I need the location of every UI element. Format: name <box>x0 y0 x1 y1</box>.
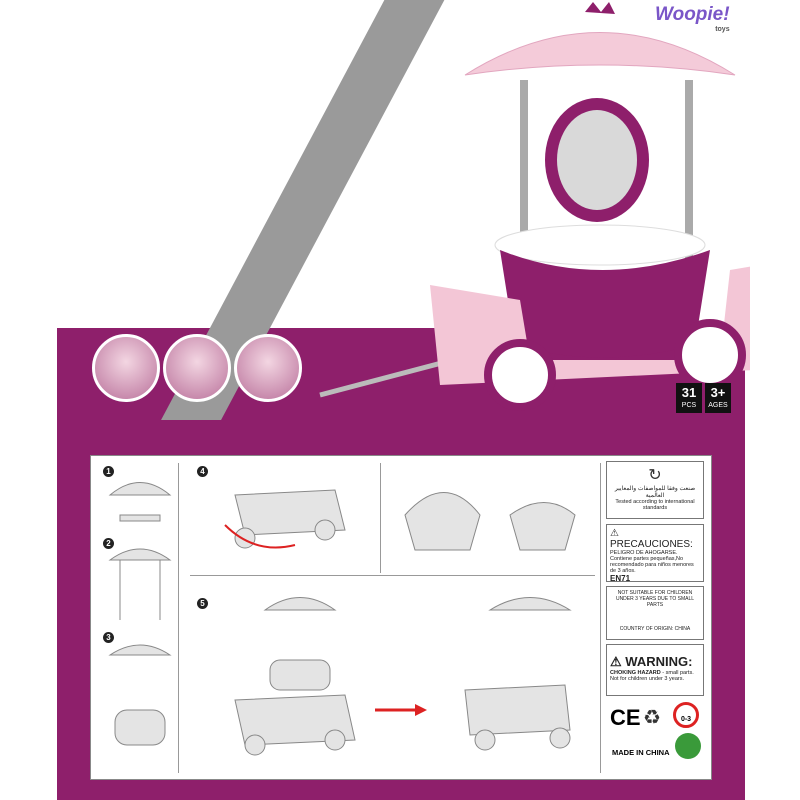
age-badge: 3+AGES <box>705 383 731 413</box>
divider <box>178 463 179 773</box>
multilingual-warning: NOT SUITABLE FOR CHILDREN UNDER 3 YEARS … <box>606 586 704 640</box>
ce-mark: CE <box>610 705 641 730</box>
assembly-diagrams <box>108 482 576 756</box>
brand-logo: Woopie!toys <box>655 4 730 33</box>
divider <box>380 463 381 573</box>
step-number: 1 <box>103 466 114 477</box>
age-restriction-icon: 0-3 <box>673 702 699 728</box>
feature-thumbnail <box>163 334 231 402</box>
standards-label: ↻ صنعت وفقا للمواصفات والمعايير العالمية… <box>606 461 704 519</box>
green-dot-icon <box>675 733 701 759</box>
standards-logo-icon: ↻ <box>648 467 662 484</box>
divider <box>190 575 595 576</box>
divider <box>600 463 601 773</box>
step-number: 2 <box>103 538 114 549</box>
made-in-label: MADE IN CHINA <box>612 748 670 757</box>
step-number: 3 <box>103 632 114 643</box>
step-number: 4 <box>197 466 208 477</box>
feature-thumbnail <box>234 334 302 402</box>
recycle-icon: ♻ <box>643 707 661 729</box>
toy-dresser-illustration <box>319 2 750 411</box>
feature-thumbnail <box>92 334 160 402</box>
step-number: 5 <box>197 598 208 609</box>
precaution-label: ⚠ PRECAUCIONES: PELIGRO DE AHOGARSE. Con… <box>606 524 704 583</box>
choking-warning: ⚠ WARNING: CHOKING HAZARD - small parts.… <box>606 644 704 696</box>
